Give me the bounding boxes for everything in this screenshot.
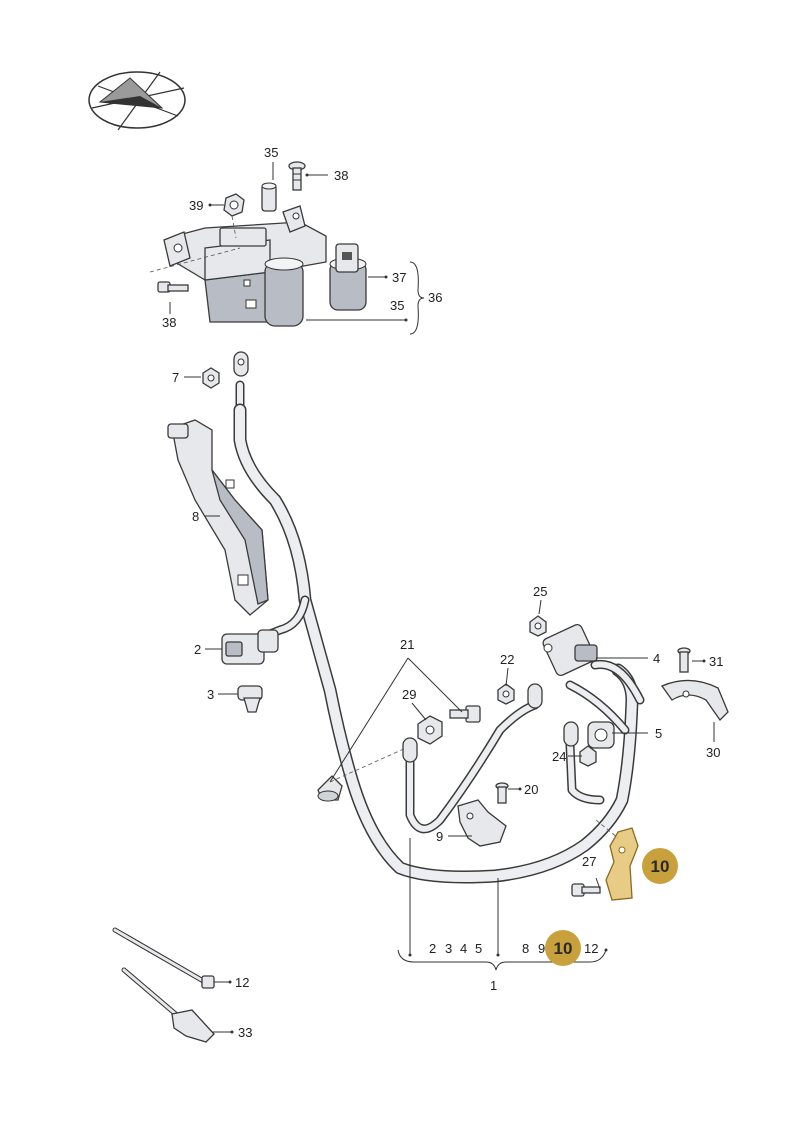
highlighted-bracket-part-10: [605, 827, 639, 901]
callout-31: 31: [709, 654, 723, 669]
orientation-compass-icon: [88, 71, 186, 131]
connector-part-2: [221, 629, 279, 665]
callout-27: 27: [582, 854, 596, 869]
callout-12: 12: [235, 975, 249, 990]
sub-callout-9: 9: [538, 941, 545, 956]
callout-38-top: 38: [334, 168, 348, 183]
callout-37: 37: [392, 270, 406, 285]
clip-part-3: [237, 685, 263, 713]
callout-1: 1: [490, 978, 497, 993]
highlight-badge-circle[interactable]: [642, 848, 678, 884]
highlight-callout-10-list[interactable]: 10: [545, 930, 581, 966]
callout-4: 4: [653, 651, 660, 666]
bolt-part-20: [495, 782, 509, 804]
highlight-badge-circle-list[interactable]: [545, 930, 581, 966]
holder-part-9: [457, 799, 507, 847]
callout-5: 5: [655, 726, 662, 741]
sub-callout-5: 5: [475, 941, 482, 956]
sub-callout-3: 3: [445, 941, 452, 956]
callout-3: 3: [207, 687, 214, 702]
nut-part-25: [529, 615, 547, 637]
highlight-badge-label: 10: [651, 857, 670, 876]
cable-duct-part-8: [167, 419, 269, 616]
fuse-holder-part-37: [329, 243, 367, 311]
callout-36: 36: [428, 290, 442, 305]
callout-20: 20: [524, 782, 538, 797]
sleeve-part-35: [261, 182, 277, 212]
callout-29: 29: [402, 687, 416, 702]
bolt-part-38-left: [157, 281, 189, 293]
callout-33: 33: [238, 1025, 252, 1040]
sub-callout-4: 4: [460, 941, 467, 956]
bolt-part-38-top: [288, 161, 306, 191]
nut-part-7: [202, 367, 220, 389]
callout-22: 22: [500, 652, 514, 667]
callout-8: 8: [192, 509, 199, 524]
callout-labels: 35 38 39 37 35 36 38 7 8 2 3 21 29 22 25…: [162, 145, 723, 1040]
callout-30: 30: [706, 745, 720, 760]
callout-39: 39: [189, 198, 203, 213]
bracket-part-30: [661, 679, 729, 722]
nut-part-24: [579, 745, 597, 767]
sub-callout-12: 12: [584, 941, 598, 956]
sub-callout-2: 2: [429, 941, 436, 956]
fuse-bracket-assembly: [163, 205, 327, 327]
highlight-badge-label-list: 10: [554, 939, 573, 958]
highlight-callout-10-parts[interactable]: 10: [642, 848, 678, 884]
callout-24: 24: [552, 749, 566, 764]
nut-part-39: [223, 193, 245, 217]
callout-9: 9: [436, 829, 443, 844]
bolt-part-31: [677, 647, 691, 673]
callout-35-top: 35: [264, 145, 278, 160]
callout-7: 7: [172, 370, 179, 385]
callout-38-left: 38: [162, 315, 176, 330]
main-cable-harness: [233, 351, 645, 884]
callout-25: 25: [533, 584, 547, 599]
callout-21: 21: [400, 637, 414, 652]
nut-part-29: [417, 715, 443, 745]
plug-part-21: [317, 775, 343, 802]
nut-part-22: [497, 683, 515, 705]
callout-2: 2: [194, 642, 201, 657]
cable-tie-part-12: [112, 927, 215, 989]
bolt-part-21: [449, 705, 481, 723]
bolt-part-27: [571, 883, 601, 897]
sub-callout-8: 8: [522, 941, 529, 956]
cable-tie-part-33: [121, 967, 215, 1043]
callout-35-right: 35: [390, 298, 404, 313]
leader-lines: [149, 162, 715, 1034]
